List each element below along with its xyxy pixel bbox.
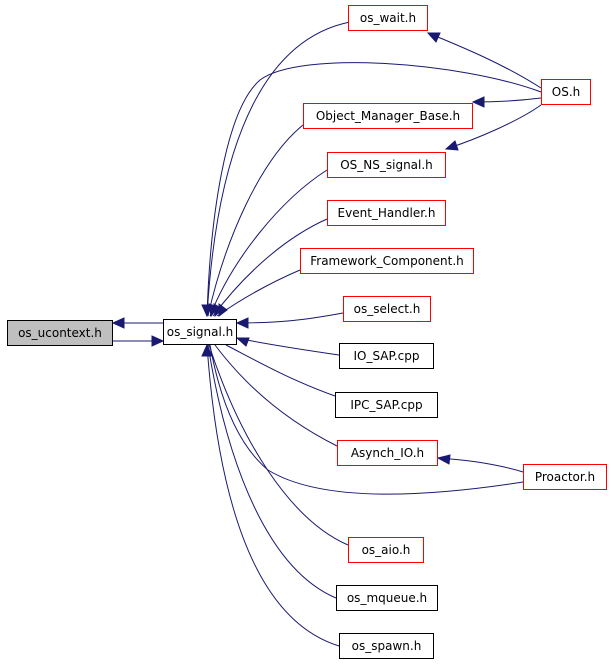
edge-os-spawn-to-signal xyxy=(206,344,340,647)
edge-ipc-sap-to-signal xyxy=(225,344,336,397)
edge-os-select-to-signal xyxy=(236,312,344,324)
edge-os-to-os-ns-signal xyxy=(445,104,542,150)
edge-os-mqueue-to-signal xyxy=(207,344,337,599)
edge-proactor-to-signal xyxy=(209,344,524,495)
arrowhead xyxy=(426,32,441,43)
node-object-manager-base[interactable]: Object_Manager_Base.h xyxy=(303,103,473,129)
edge-proactor-to-asynch-io xyxy=(437,457,524,473)
node-ipc-sap[interactable]: IPC_SAP.cpp xyxy=(335,392,438,418)
arrowhead xyxy=(111,317,125,329)
node-os-signal[interactable]: os_signal.h xyxy=(163,319,237,345)
arrowhead xyxy=(436,454,451,465)
edge-os-ns-signal-to-signal xyxy=(209,169,328,317)
node-os-mqueue[interactable]: os_mqueue.h xyxy=(336,585,438,611)
edge-os-wait-to-signal xyxy=(206,21,351,317)
arrowhead xyxy=(201,343,213,357)
node-framework-component[interactable]: Framework_Component.h xyxy=(300,248,474,274)
arrowhead xyxy=(218,303,228,317)
node-os[interactable]: OS.h xyxy=(541,79,591,105)
edge-os-aio-to-signal xyxy=(208,344,349,546)
node-os-select[interactable]: os_select.h xyxy=(343,296,431,322)
arrowhead xyxy=(235,317,249,329)
edge-os-to-signal xyxy=(206,62,542,317)
node-os-ucontext[interactable]: os_ucontext.h xyxy=(7,320,113,346)
node-io-sap[interactable]: IO_SAP.cpp xyxy=(339,343,434,369)
edge-os-to-os-wait xyxy=(427,32,542,89)
node-os-wait[interactable]: os_wait.h xyxy=(348,5,428,31)
edge-asynch-io-to-signal xyxy=(214,344,338,447)
arrowhead xyxy=(235,337,250,347)
node-event-handler[interactable]: Event_Handler.h xyxy=(327,200,446,226)
node-asynch-io[interactable]: Asynch_IO.h xyxy=(337,440,438,466)
edge-io-sap-to-signal xyxy=(236,337,340,356)
arrowhead xyxy=(444,140,459,151)
arrowhead xyxy=(151,335,165,347)
edge-object-manager-base-to-signal xyxy=(207,124,304,317)
node-proactor[interactable]: Proactor.h xyxy=(523,464,607,490)
node-os-ns-signal[interactable]: OS_NS_signal.h xyxy=(327,152,446,178)
edge-event-handler-to-signal xyxy=(212,218,328,317)
node-os-spawn[interactable]: os_spawn.h xyxy=(339,633,434,659)
arrowhead xyxy=(471,96,485,108)
node-os-aio[interactable]: os_aio.h xyxy=(348,537,424,563)
